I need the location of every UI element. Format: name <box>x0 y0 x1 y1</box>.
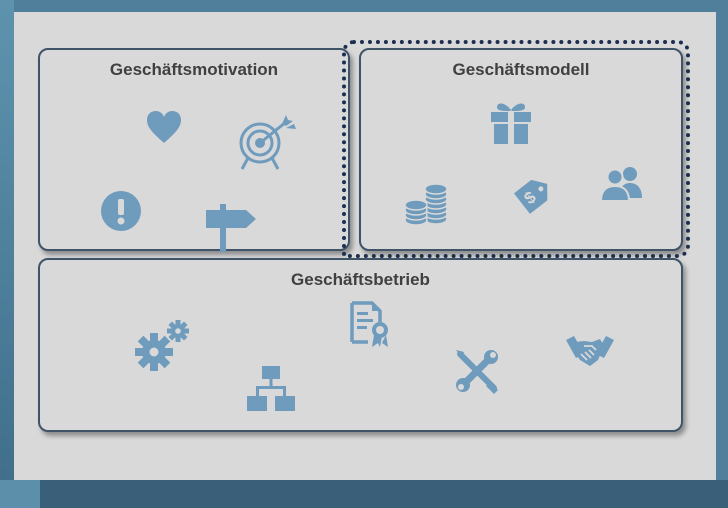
coins-icon <box>403 182 449 226</box>
background-strip-left <box>0 0 14 508</box>
gears-icon <box>134 318 192 374</box>
motivation-title: Geschäftsmotivation <box>109 60 279 79</box>
price-tag-icon: $ <box>511 172 555 218</box>
operations-box: Geschäftsbetrieb <box>38 258 683 432</box>
model-box: Geschäftsmodell <box>359 48 683 251</box>
heart-icon <box>146 110 182 144</box>
handshake-icon <box>566 334 614 374</box>
users-icon <box>599 164 645 202</box>
motivation-box: Geschäftsmotivation <box>38 48 350 252</box>
gift-icon <box>489 100 533 146</box>
exclamation-icon <box>100 190 142 232</box>
signpost-icon <box>204 200 258 252</box>
target-icon <box>236 114 298 170</box>
background-strip-bottom <box>0 480 728 508</box>
model-title: Geschäftsmodell <box>452 60 590 79</box>
tools-icon <box>454 348 500 394</box>
certificate-icon <box>348 300 394 348</box>
background-strip-bottom-left <box>0 480 40 508</box>
hierarchy-icon <box>246 364 296 414</box>
slide-canvas: Geschäftsmotivation <box>14 12 716 480</box>
operations-title: Geschäftsbetrieb <box>291 270 430 289</box>
